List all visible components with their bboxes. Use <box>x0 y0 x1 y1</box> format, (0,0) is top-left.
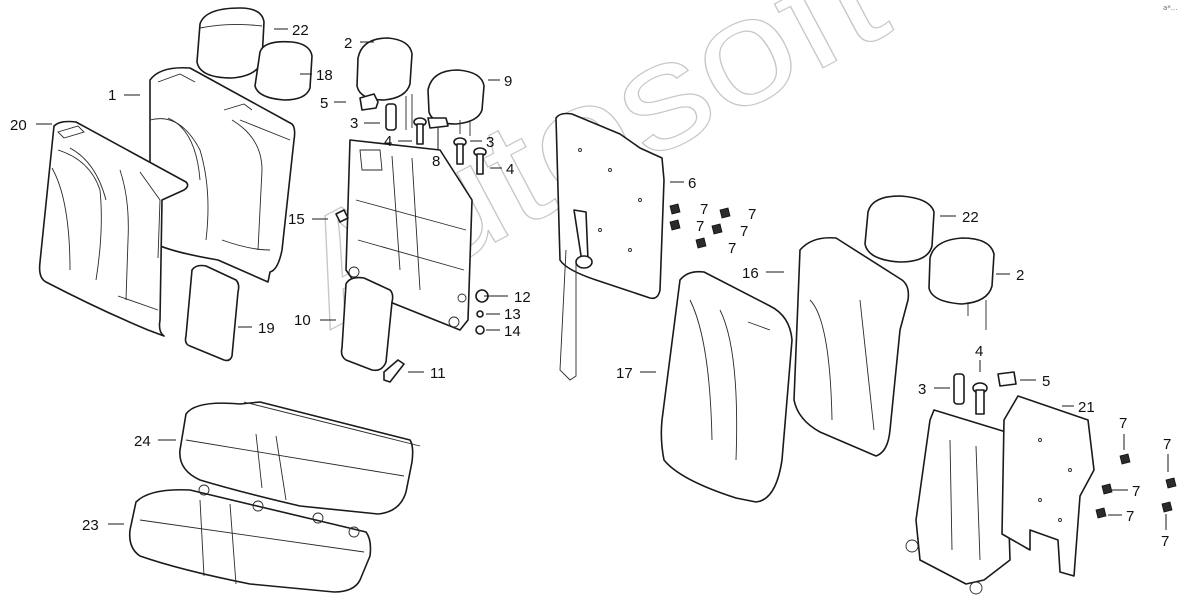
callout-20: 20 <box>10 117 27 134</box>
callout-4-right: 4 <box>975 343 983 360</box>
clip-7-j <box>1161 501 1173 513</box>
bolt-4-a <box>413 117 427 145</box>
headrest-18 <box>254 40 313 101</box>
callout-22-right: 22 <box>962 209 979 226</box>
headrest-22-right <box>864 195 935 263</box>
seat-cushion-23 <box>128 484 372 593</box>
callout-7-j: 7 <box>1161 533 1169 550</box>
callout-7-b: 7 <box>748 206 756 223</box>
back-panel-6 <box>555 112 665 381</box>
callout-18: 18 <box>316 67 333 84</box>
callout-7-d: 7 <box>740 223 748 240</box>
seat-cushion-24 <box>179 401 421 515</box>
guide-5-center <box>359 93 379 111</box>
callout-13: 13 <box>504 306 521 323</box>
callout-24: 24 <box>134 433 151 450</box>
callout-4-center-b: 4 <box>506 161 514 178</box>
callout-7-f: 7 <box>1119 415 1127 432</box>
headrest-2-center <box>356 37 413 130</box>
callout-19: 19 <box>258 320 275 337</box>
seatback-20 <box>38 120 189 337</box>
callout-5-right: 5 <box>1042 373 1050 390</box>
callout-12: 12 <box>514 289 531 306</box>
clip-7-f <box>1119 453 1131 465</box>
callout-7-g: 7 <box>1163 436 1171 453</box>
corner-mark: a*... <box>1163 4 1177 12</box>
guide-3-right <box>953 373 965 405</box>
callout-7-a: 7 <box>700 201 708 218</box>
clip-7-c <box>719 207 731 219</box>
seatback-1 <box>149 66 296 283</box>
headrest-22-left <box>196 7 265 79</box>
callout-7-e: 7 <box>728 240 736 257</box>
callout-17: 17 <box>616 365 633 382</box>
armrest-cushion-19 <box>184 264 240 362</box>
bolt-4-b <box>473 147 487 175</box>
callout-2-center: 2 <box>344 35 352 52</box>
clip-7-b <box>669 219 681 231</box>
ring-14 <box>475 325 485 335</box>
callout-1: 1 <box>108 87 116 104</box>
callout-6: 6 <box>688 175 696 192</box>
clip-7-e <box>695 237 707 249</box>
clip-7-a <box>669 203 681 215</box>
guide-5-right <box>997 371 1017 387</box>
washer-13 <box>476 310 484 318</box>
callout-11: 11 <box>430 365 446 382</box>
callout-16: 16 <box>742 265 759 282</box>
guide-3-center-b <box>453 137 467 165</box>
guide-3-center-a <box>385 103 397 131</box>
armrest-10 <box>340 276 394 372</box>
bracket-8 <box>427 117 449 129</box>
callout-3-right: 3 <box>918 381 926 398</box>
seatback-17 <box>660 270 793 503</box>
leader-lines <box>36 28 1169 530</box>
callout-15: 15 <box>288 211 305 228</box>
callout-2-right: 2 <box>1016 267 1024 284</box>
callout-23: 23 <box>82 517 99 534</box>
callout-7-i: 7 <box>1126 508 1134 525</box>
clip-7-h <box>1101 483 1113 495</box>
clip-7-g <box>1165 477 1177 489</box>
bracket-11 <box>383 359 405 383</box>
headrest-2-right <box>928 237 995 330</box>
callout-7-c: 7 <box>696 218 704 235</box>
clip-15 <box>335 209 349 223</box>
seat-frame-center <box>345 139 473 331</box>
seat-frame-right <box>905 409 1011 595</box>
seatback-16 <box>793 236 910 457</box>
callout-5-center: 5 <box>320 95 328 112</box>
callout-7-h: 7 <box>1132 483 1140 500</box>
callout-9: 9 <box>504 73 512 90</box>
callout-3-center-a: 3 <box>350 115 358 132</box>
bolt-4-right <box>972 382 988 415</box>
callout-22-left: 22 <box>292 22 309 39</box>
clip-7-d <box>711 223 723 235</box>
callout-10: 10 <box>294 312 311 329</box>
callout-4-center-a: 4 <box>384 133 392 150</box>
callout-21: 21 <box>1078 399 1095 416</box>
callout-14: 14 <box>504 323 521 340</box>
callout-8: 8 <box>432 153 440 170</box>
callout-3-center-b: 3 <box>486 134 494 151</box>
clip-7-i <box>1095 507 1107 519</box>
back-panel-21 <box>1001 395 1095 577</box>
